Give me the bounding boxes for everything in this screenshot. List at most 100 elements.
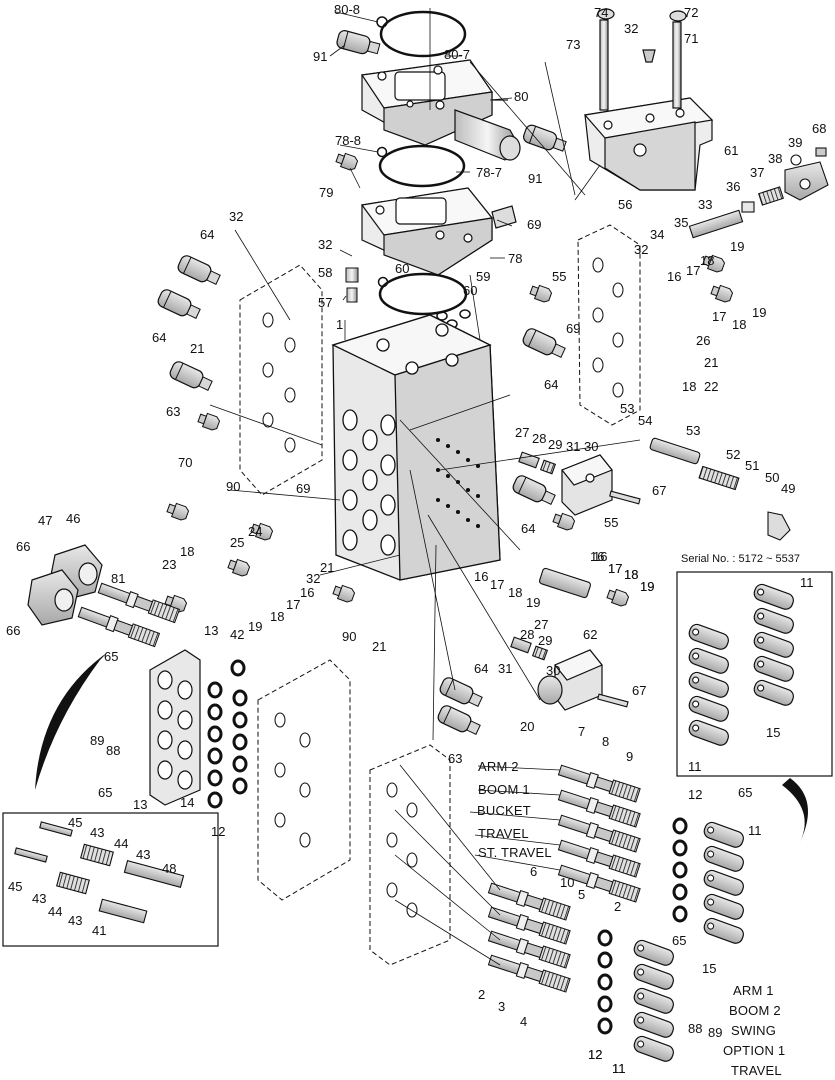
part-label: 17 <box>608 561 623 576</box>
part-label: 29 <box>538 633 553 648</box>
cap-46 <box>27 569 79 626</box>
o-rings-42-12 <box>207 659 248 809</box>
part-label: 64 <box>521 521 536 536</box>
part-label: 20 <box>520 719 535 734</box>
caption-travel-2: TRAVEL <box>731 1063 782 1078</box>
part-label: 6 <box>530 864 538 879</box>
part-label: 31 <box>566 439 581 454</box>
part-label: 89 <box>90 733 105 748</box>
o-ring-80-8 <box>376 16 388 28</box>
part-label: 7 <box>578 724 586 739</box>
cover-78 <box>360 187 517 276</box>
part-label: 51 <box>745 458 760 473</box>
part-label: 21 <box>704 355 719 370</box>
part-label: 46 <box>66 511 81 526</box>
part-label: 9 <box>626 749 634 764</box>
part-label: 21 <box>320 560 335 575</box>
arc-right <box>782 778 808 842</box>
part-label: 69 <box>296 481 311 496</box>
part-label: 78 <box>508 251 523 266</box>
part-label: 64 <box>152 330 167 345</box>
spool-left-b <box>77 604 160 648</box>
part-label: 32 <box>318 237 333 252</box>
cover-61 <box>583 8 714 191</box>
part-label: 55 <box>604 515 619 530</box>
part-label: 16 <box>593 549 608 564</box>
caption-boom1: BOOM 1 <box>478 782 530 797</box>
caption-st-travel: ST. TRAVEL <box>478 845 552 860</box>
part-label: 24 <box>248 524 263 539</box>
part-label: 59 <box>476 269 491 284</box>
caption-travel: TRAVEL <box>478 826 529 841</box>
part-label: 53 <box>686 423 701 438</box>
part-label: 25 <box>230 535 245 550</box>
part-label: 26 <box>696 333 711 348</box>
part-label: 22 <box>704 379 719 394</box>
part-label: 17 <box>286 597 301 612</box>
part-label: 18 <box>624 567 639 582</box>
part-label: 88 <box>688 1021 703 1036</box>
caption-arm1: ARM 1 <box>733 983 774 998</box>
part-label: 65 <box>104 649 119 664</box>
part-label: 16 <box>590 549 605 564</box>
part-label: 90 <box>226 479 241 494</box>
leader-lines <box>209 8 641 966</box>
part-label: 17 <box>712 309 727 324</box>
part-label: 61 <box>724 143 739 158</box>
part-label: 19 <box>730 239 745 254</box>
gasket-plate-bottom-left <box>257 659 351 901</box>
plug-19-c <box>605 586 631 608</box>
part-label: 18 <box>180 544 195 559</box>
part-label: 65 <box>738 785 753 800</box>
spools-lower-group <box>487 880 571 993</box>
part-label: 60 <box>395 261 410 276</box>
part-label: 18 <box>508 585 523 600</box>
part-label: 64 <box>474 661 489 676</box>
plug-19-d <box>709 282 735 304</box>
caption-swing: SWING <box>731 1023 777 1038</box>
part-label: 3 <box>498 999 506 1014</box>
part-label: 32 <box>624 21 639 36</box>
part-label: 19 <box>248 619 263 634</box>
part-label: 91 <box>313 49 328 64</box>
plug-79 <box>334 150 360 172</box>
inset-parts-lower-left <box>14 821 185 924</box>
part-label: 47 <box>38 513 53 528</box>
part-label: 74 <box>594 5 609 20</box>
part-label: 14 <box>180 795 195 810</box>
part-label: 72 <box>684 5 699 20</box>
part-label: 56 <box>618 197 633 212</box>
part-label: 18 <box>682 379 697 394</box>
part-label: 30 <box>546 663 561 678</box>
part-label: 63 <box>448 751 463 766</box>
part-label: 10 <box>560 875 575 890</box>
part-label: 45 <box>68 815 83 830</box>
part-label: 12 <box>688 787 703 802</box>
part-label: 36 <box>726 179 741 194</box>
part-label: 52 <box>726 447 741 462</box>
plug-19-b <box>226 556 252 578</box>
part-label: 35 <box>674 215 689 230</box>
solenoid-64-d <box>510 473 558 509</box>
part-label: 66 <box>16 539 31 554</box>
part-label: 17 <box>686 263 701 278</box>
part-label: 79 <box>319 185 334 200</box>
part-label: 18 <box>732 317 747 332</box>
part-label: 43 <box>136 847 151 862</box>
caption-arm2: ARM 2 <box>478 759 519 774</box>
part-label: 64 <box>544 377 559 392</box>
part-label: 45 <box>8 879 23 894</box>
part-label: 78-8 <box>335 133 362 148</box>
part-label: 42 <box>230 627 245 642</box>
part-label: 23 <box>162 557 177 572</box>
part-label: 13 <box>204 623 219 638</box>
part-label: 68 <box>812 121 827 136</box>
solenoid-63-b <box>435 703 483 739</box>
part-label: 49 <box>781 481 796 496</box>
arc-left <box>35 652 108 790</box>
o-rings-bottom <box>597 817 688 1035</box>
part-label: 18 <box>624 567 639 582</box>
o-ring-78-7 <box>378 144 466 188</box>
serial-number-note: Serial No. : 5172 ~ 5537 <box>681 553 800 565</box>
